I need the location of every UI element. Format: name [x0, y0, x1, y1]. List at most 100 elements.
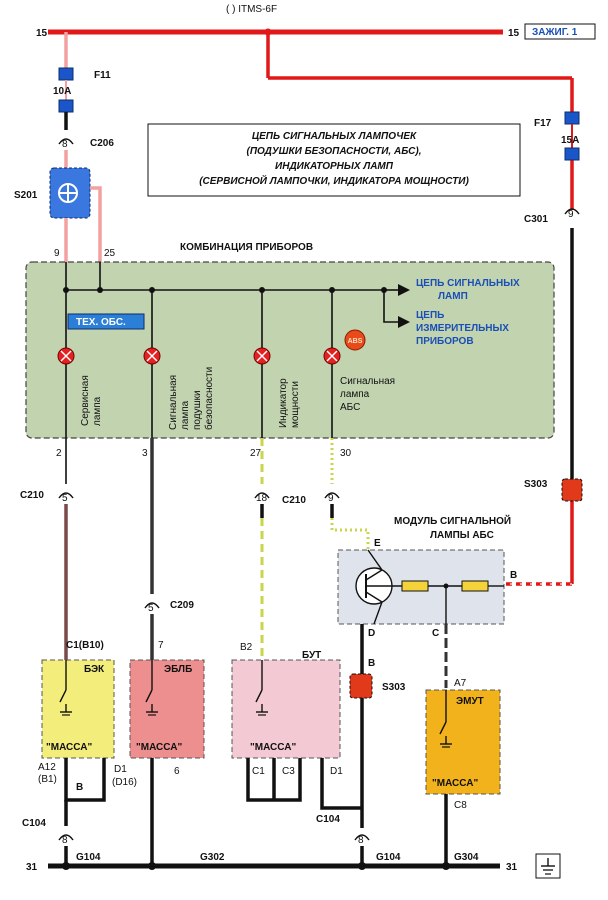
connector-c206: 8 C206 [58, 138, 114, 150]
connector-c104-right-name: C104 [316, 814, 340, 825]
title-line-1: ЦЕПЬ СИГНАЛЬНЫХ ЛАМПОЧЕК [252, 131, 417, 142]
abs-module-title-2: ЛАМПЫ АБС [430, 530, 494, 541]
cluster-out-pin-30: 30 [340, 448, 352, 459]
fuse-f17-rating: 15A [561, 135, 579, 146]
bek-pin-a2: (B1) [38, 774, 57, 785]
connector-c210-mid-name: C210 [282, 495, 306, 506]
ignition-tag: ЗАЖИГ. 1 [532, 27, 578, 38]
ground-bus-right-number: 31 [506, 862, 518, 873]
lamp-service-icon [57, 347, 75, 365]
eblb-pin-bottom: 6 [174, 766, 180, 777]
abs-icon: ABS [348, 338, 363, 345]
splice-s303-top: S303 [524, 478, 583, 502]
lamp3-caption-2: мощности [290, 381, 301, 428]
connector-c301: 9 C301 [524, 208, 580, 225]
abs-module-pin-d: D [368, 628, 375, 639]
splice-s201: S201 [14, 167, 91, 219]
connector-c301-name: C301 [524, 214, 548, 225]
lamp1-caption-2: лампа [92, 396, 103, 426]
fuse-f11-rating: 10A [53, 86, 71, 97]
ground-g104-left: G104 [76, 852, 101, 863]
f17-branch [266, 32, 574, 586]
lamp4-caption-2: лампа [340, 389, 370, 400]
cluster-title: КОМБИНАЦИЯ ПРИБОРОВ [180, 242, 313, 253]
bek-name: БЭК [84, 664, 105, 675]
out2-line2: ИЗМЕРИТЕЛЬНЫХ [416, 323, 509, 334]
splice-s303-bottom-label: S303 [382, 682, 406, 693]
connector-c210-left-pin: 5 [62, 493, 68, 504]
out1-line1: ЦЕПЬ СИГНАЛЬНЫХ [416, 278, 520, 289]
lamp2-caption-3: подушки [192, 390, 203, 430]
fuse-f17: F17 15A [534, 111, 580, 161]
lamp-abs-icon [323, 347, 341, 365]
out1-line2: ЛАМП [438, 291, 468, 302]
bek-pin-top: C1(B10) [66, 640, 104, 651]
fuse-f11-name: F11 [94, 70, 111, 81]
connector-c209-pin: 5 [148, 603, 154, 614]
connector-c301-pin: 9 [568, 209, 574, 220]
instrument-cluster: КОМБИНАЦИЯ ПРИБОРОВ ЦЕПЬ СИГНАЛЬНЫХ ЛАМП… [25, 242, 555, 439]
bek-ground: "МАССА" [46, 742, 92, 753]
title-line-3: ИНДИКАТОРНЫХ ЛАМП [275, 161, 394, 172]
ecu-eblb: 7 ЭБЛБ "МАССА" 6 [129, 640, 205, 777]
splice-s303-top-label: S303 [524, 479, 548, 490]
connector-c104-left-name: C104 [22, 818, 46, 829]
connector-c210-mid-pin-a: 18 [256, 493, 268, 504]
lamp4-caption-1: Сигнальная [340, 376, 395, 387]
top-bus: 15 15 ( ) ITMS-6F ЗАЖИГ. 1 [36, 4, 596, 40]
connector-c104-right-pin: 8 [358, 835, 364, 846]
abs-lamp-module: МОДУЛЬ СИГНАЛЬНОЙ ЛАМПЫ АБС E B D C [337, 514, 517, 639]
lamp3-caption-1: Индикатор [278, 378, 289, 428]
cluster-out-pin-27: 27 [250, 448, 262, 459]
lamp1-caption-1: Сервисная [80, 375, 91, 426]
title-line-2: (ПОДУШКИ БЕЗОПАСНОСТИ, АБС), [247, 146, 422, 157]
lamp-power-icon [253, 347, 271, 365]
ground-bus-left-number: 31 [26, 862, 38, 873]
bek-pin-d2: (D16) [112, 777, 137, 788]
ground-g304: G304 [454, 852, 479, 863]
ecu-bek: C1(B10) БЭК "МАССА" [41, 640, 115, 759]
bek-pin-b: B [76, 782, 83, 793]
abs-module-pin-c: C [432, 628, 439, 639]
but-pin-top: B2 [240, 642, 253, 653]
connector-c206-pin: 8 [62, 139, 68, 150]
cluster-out-pin-2: 2 [56, 448, 62, 459]
eblb-name: ЭБЛБ [164, 664, 192, 675]
fuse-f17-name: F17 [534, 118, 552, 129]
ground-symbol-icon [541, 858, 555, 875]
cluster-pin-9: 9 [54, 248, 60, 259]
but-ground: "МАССА" [250, 742, 296, 753]
connector-c210-mid-pin-b: 9 [328, 493, 334, 504]
but-pin-d1: D1 [330, 766, 343, 777]
tech-service-tag: ТЕХ. ОБС. [76, 317, 126, 328]
lamp2-caption-2: лампа [180, 400, 191, 430]
f11-branch: F11 10A [53, 32, 111, 168]
but-pin-c3: C3 [282, 766, 295, 777]
but-pin-c1: C1 [252, 766, 265, 777]
ground-g104-right: G104 [376, 852, 401, 863]
ecu-emut: A7 ЭМУТ "МАССА" C8 [425, 678, 501, 811]
out2-line3: ПРИБОРОВ [416, 336, 474, 347]
emut-ground: "МАССА" [432, 778, 478, 789]
but-name: БУТ [302, 650, 321, 661]
eblb-ground: "МАССА" [136, 742, 182, 753]
lamp2-caption-1: Сигнальная [168, 375, 179, 430]
abs-module-title-1: МОДУЛЬ СИГНАЛЬНОЙ [394, 514, 511, 527]
module-d-pin-b: B [368, 658, 375, 669]
lamp-airbag-icon [143, 347, 161, 365]
cluster-pin-25: 25 [104, 248, 116, 259]
lamp2-caption-4: безопасности [203, 367, 215, 430]
bek-pin-d: D1 [114, 764, 127, 775]
eblb-pin-top: 7 [158, 640, 164, 651]
top-bus-label: ( ) ITMS-6F [226, 4, 277, 15]
diagram-title: ЦЕПЬ СИГНАЛЬНЫХ ЛАМПОЧЕК (ПОДУШКИ БЕЗОПА… [147, 123, 521, 197]
emut-name: ЭМУТ [456, 696, 484, 707]
ecu-but: B2 БУТ "МАССА" C1 C3 D1 [231, 642, 343, 777]
emut-pin-bottom: C8 [454, 800, 467, 811]
connector-c209-name: C209 [170, 600, 194, 611]
abs-module-pin-b: B [510, 570, 517, 581]
emut-pin-top: A7 [454, 678, 467, 689]
lamp4-caption-3: АБС [340, 402, 360, 413]
connector-c210-left-name: C210 [20, 490, 44, 501]
